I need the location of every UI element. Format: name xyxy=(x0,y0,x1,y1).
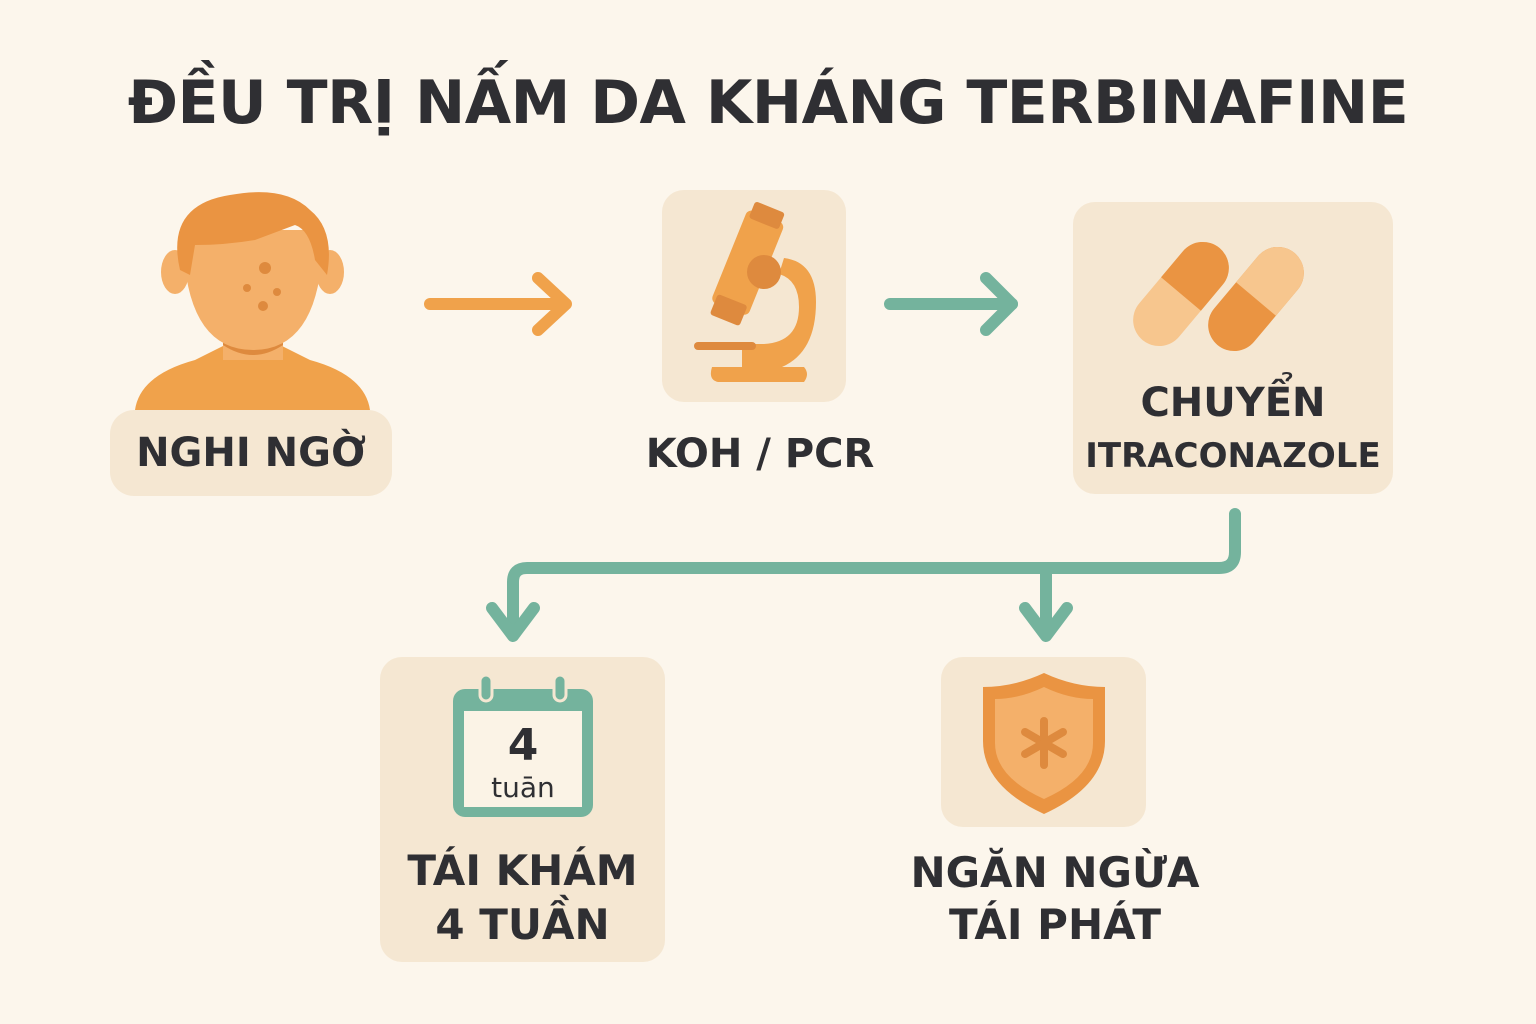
step-switch: CHUYỂN ITRACONAZOLE xyxy=(1073,202,1393,494)
arrow-right-icon xyxy=(424,272,572,336)
microscope-icon xyxy=(694,202,816,382)
calendar-icon xyxy=(453,675,593,817)
microscope-box xyxy=(662,190,846,402)
calendar-unit: tuān xyxy=(491,771,555,804)
step-switch-label-line2: ITRACONAZOLE xyxy=(1085,436,1381,476)
step-switch-label-line1: CHUYỂN xyxy=(1140,380,1326,426)
step-suspect-label-box: NGHI NGỜ xyxy=(110,410,392,496)
step-test-label: KOH / PCR xyxy=(645,431,875,477)
step-prevent: NGĂN NGỪA TÁI PHÁT xyxy=(900,657,1210,957)
branch-connector-arrows xyxy=(486,508,1241,642)
shield-icon xyxy=(983,673,1105,814)
step-followup: 4 tuān TÁI KHÁM 4 TUẦN xyxy=(380,657,665,962)
step-prevent-label-line1: NGĂN NGỪA xyxy=(910,848,1200,897)
step-followup-label-line1: TÁI KHÁM xyxy=(407,846,638,895)
step-suspect-label: NGHI NGỜ xyxy=(136,430,366,476)
step-followup-label-line2: 4 TUẦN xyxy=(435,900,610,949)
capsules-icon xyxy=(1133,241,1304,352)
calendar-number: 4 xyxy=(507,720,539,771)
arrow-right-icon xyxy=(884,272,1018,336)
shield-box xyxy=(941,657,1146,827)
person-with-rash-icon xyxy=(135,192,370,410)
step-suspect: NGHI NGỜ xyxy=(110,190,392,496)
page-title: ĐỀU TRỊ NẤM DA KHÁNG TERBINAFINE xyxy=(127,68,1409,138)
step-prevent-label-line2: TÁI PHÁT xyxy=(949,900,1161,949)
step-test: KOH / PCR xyxy=(640,188,880,488)
